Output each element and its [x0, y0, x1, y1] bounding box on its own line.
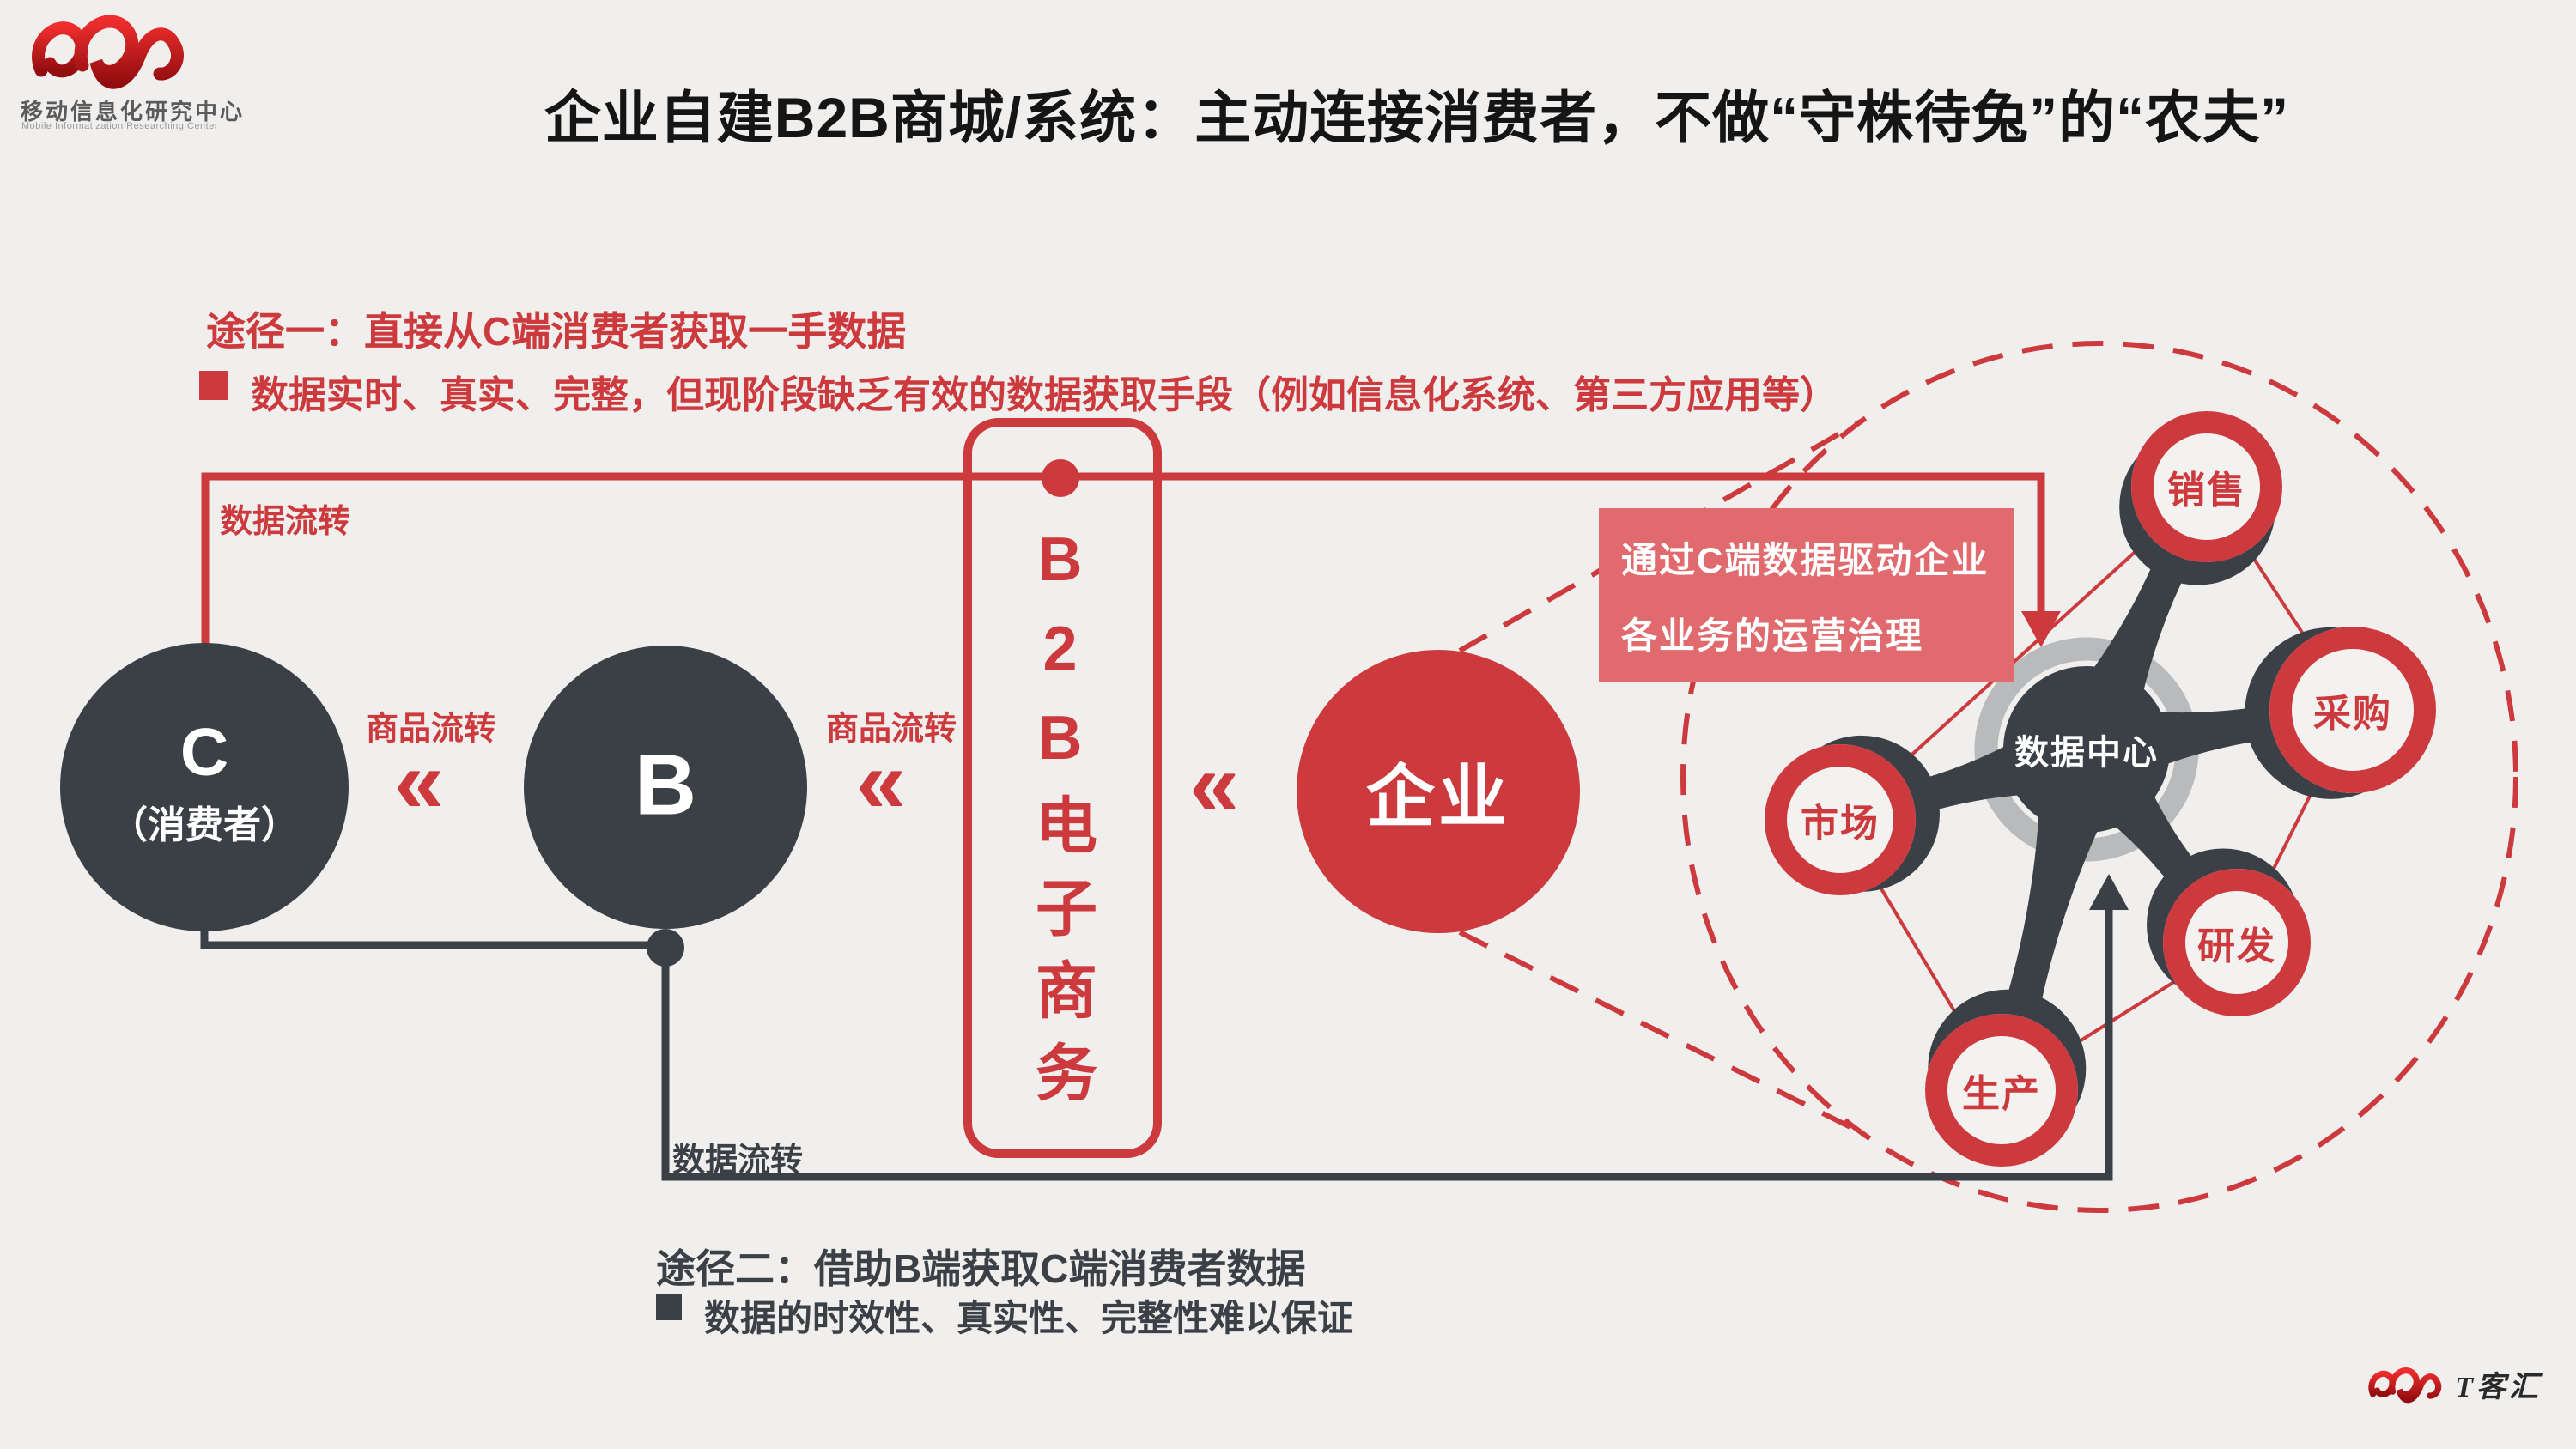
footer-brand-ribbon-icon — [2368, 1367, 2442, 1404]
data-center-core — [2003, 666, 2170, 833]
hub-satellites — [1765, 411, 2436, 1167]
data-flow-top-arrowhead — [2021, 611, 2061, 647]
callout-box: 通过C端数据驱动企业 各业务的运营治理 — [1599, 508, 2014, 682]
magnifier-dashed-ellipse — [1680, 341, 2518, 1213]
page-title: 企业自建B2B商城/系统：主动连接消费者，不做“守株待兔”的“农夫” — [544, 86, 2290, 149]
satellite-ring — [1765, 744, 1916, 895]
data-center-label: 数据中心 — [2014, 734, 2159, 772]
b-circle — [524, 646, 807, 929]
b2b-box-vertical-label: B2B电子商务 — [1025, 525, 1095, 1123]
magnifier-lower-dashed-line — [1458, 930, 1862, 1135]
logo-name-cn: 移动信息化研究中心 — [21, 99, 246, 124]
callout-line1: 通过C端数据驱动企业 — [1621, 540, 1990, 580]
red-junction-dot — [1042, 459, 1079, 497]
satellite-label-rd: 研发 — [2197, 925, 2276, 967]
mirc-logo-ribbon-icon — [32, 15, 184, 89]
b2b-ecommerce-box — [963, 418, 1162, 1158]
path2-heading: 途径二：借助B端获取C端消费者数据 — [656, 1246, 1306, 1291]
enterprise-circle-label: 企业 — [1366, 759, 1510, 835]
satellite-label-production: 生产 — [1962, 1073, 2041, 1115]
data-flow-top-line — [201, 472, 2045, 645]
path2-bullet-text: 数据的时效性、真实性、完整性难以保证 — [704, 1298, 1354, 1338]
satellite-ring — [2163, 869, 2311, 1016]
consumer-circle-sublabel: （消费者） — [110, 804, 299, 846]
satellite-label-procurement: 采购 — [2313, 693, 2392, 735]
consumer-circle — [60, 643, 349, 931]
path1-heading: 途径一：直接从C端消费者获取一手数据 — [206, 309, 907, 354]
footer-brand-text: T客汇 — [2455, 1371, 2542, 1404]
goods-flow-label-right: 商品流转 — [825, 711, 957, 748]
data-flow-bottom-line-right — [661, 908, 2113, 1181]
satellite-face — [2269, 627, 2436, 793]
path2-bullet-icon — [656, 1294, 682, 1320]
satellite-face — [1925, 1014, 2078, 1167]
dark-junction-dot — [647, 929, 684, 967]
b-circle-label: B — [634, 737, 697, 834]
data-flow-bottom-label: 数据流转 — [672, 1143, 804, 1179]
logo-name-en: Mobile Informatization Researching Cente… — [21, 121, 218, 131]
path1-bullet-text: 数据实时、真实、完整，但现阶段缺乏有效的数据获取手段（例如信息化系统、第三方应用… — [251, 374, 1838, 416]
path1-bullet-row: 数据实时、真实、完整，但现阶段缺乏有效的数据获取手段（例如信息化系统、第三方应用… — [199, 364, 1838, 419]
satellite-label-market: 市场 — [1801, 803, 1880, 845]
data-flow-bottom-line-left — [200, 927, 665, 949]
path2-bullet-row: 数据的时效性、真实性、完整性难以保证 — [656, 1289, 1353, 1342]
enterprise-circle — [1297, 650, 1580, 933]
goods-flow-label-left: 商品流转 — [365, 711, 497, 748]
satellite-label-sales: 销售 — [2167, 470, 2246, 512]
chevron-right-icon: « — [1189, 734, 1239, 834]
consumer-circle-label: C — [179, 713, 229, 790]
footer-brand: T客汇 — [2364, 1361, 2542, 1406]
data-flow-bottom-arrowhead — [2089, 874, 2129, 910]
satellite-ring — [1925, 1014, 2078, 1167]
data-flow-top-label: 数据流转 — [220, 504, 351, 540]
satellite-ring — [2269, 627, 2436, 793]
satellite-ring — [2131, 411, 2282, 562]
chevron-left-icon: « — [394, 731, 444, 832]
chevron-middle-icon: « — [856, 731, 906, 832]
callout-line2: 各业务的运营治理 — [1621, 615, 1924, 656]
path1-bullet-icon — [199, 371, 228, 400]
